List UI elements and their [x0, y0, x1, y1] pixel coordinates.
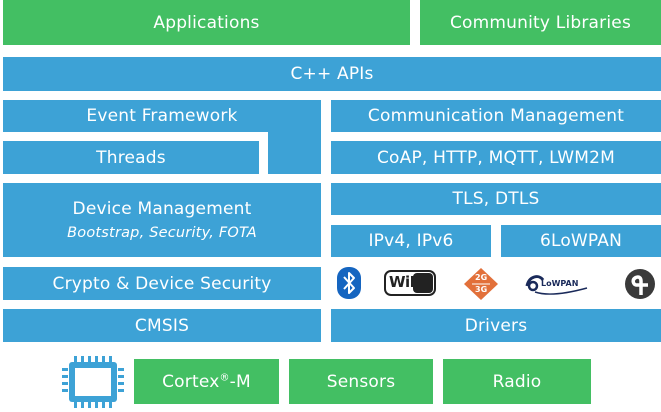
community-libraries-label: Community Libraries — [449, 12, 631, 33]
cmsis-block: CMSIS — [3, 309, 321, 342]
drivers-block: Drivers — [331, 309, 661, 342]
6lowpan-label: 6LoWPAN — [539, 231, 623, 251]
cpp-apis-label: C++ APIs — [290, 64, 374, 84]
applications-label: Applications — [153, 12, 260, 33]
tls-dtls-label: TLS, DTLS — [452, 189, 540, 209]
event-framework-block: Event Framework — [3, 100, 321, 132]
cellular-2g-text: 2G — [475, 273, 488, 282]
bluetooth-icon — [336, 267, 362, 299]
communication-management-label: Communication Management — [367, 106, 625, 126]
radio-block: Radio — [443, 359, 591, 404]
device-management-block: Device Management Bootstrap, Security, F… — [3, 183, 321, 257]
cmsis-label: CMSIS — [134, 315, 190, 336]
tls-dtls-block: TLS, DTLS — [331, 183, 661, 215]
drivers-label: Drivers — [464, 315, 528, 336]
device-management-sublabel: Bootstrap, Security, FOTA — [67, 225, 257, 241]
protocols-label: CoAP, HTTP, MQTT, LWM2M — [376, 147, 616, 168]
event-framework-label: Event Framework — [86, 106, 238, 126]
protocols-block: CoAP, HTTP, MQTT, LWM2M — [331, 141, 661, 174]
6lowpan-logo-text: LoWPAN — [541, 279, 579, 288]
chip-icon — [62, 356, 124, 408]
ipv-block: IPv4, IPv6 — [331, 225, 491, 257]
threads-block: Threads — [3, 141, 259, 174]
6lowpan-block: 6LoWPAN — [501, 225, 661, 257]
applications-block: Applications — [3, 0, 410, 45]
event-framework-extension — [268, 132, 321, 174]
cortex-prefix: Cortex — [162, 371, 220, 392]
wifi-logo-text: WiFi — [389, 273, 425, 291]
sensors-label: Sensors — [326, 371, 396, 392]
communication-management-block: Communication Management — [331, 100, 661, 132]
cortex-m-block: Cortex®-M — [134, 359, 279, 404]
threads-label: Threads — [96, 147, 166, 168]
community-libraries-block: Community Libraries — [420, 0, 661, 45]
6lowpan-icon: LoWPAN — [525, 272, 589, 296]
thread-icon — [624, 268, 656, 300]
cortex-suffix: -M — [229, 371, 251, 392]
crypto-security-block: Crypto & Device Security — [3, 267, 321, 300]
ipv-label: IPv4, IPv6 — [368, 231, 454, 251]
crypto-security-label: Crypto & Device Security — [52, 273, 272, 294]
radio-label: Radio — [492, 371, 542, 392]
cellular-3g-text: 3G — [475, 285, 488, 294]
cortex-m-label: Cortex®-M — [162, 372, 251, 392]
device-management-label: Device Management — [72, 199, 252, 219]
registered-mark: ® — [219, 371, 230, 383]
sensors-block: Sensors — [289, 359, 433, 404]
cpp-apis-block: C++ APIs — [3, 57, 661, 91]
wifi-icon: WiFi — [384, 270, 436, 296]
cellular-2g-3g-icon: 2G 3G — [463, 267, 499, 301]
